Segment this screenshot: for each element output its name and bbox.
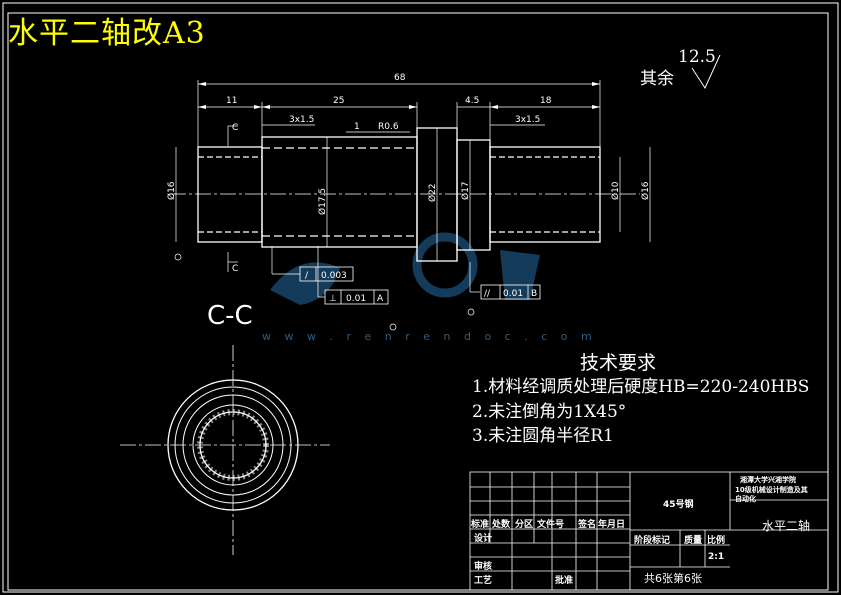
tech-requirement-1: 1.材料经调质处理后硬度HB=220-240HBS [472, 377, 810, 397]
tolerance-1-value: 0.003 [321, 271, 347, 281]
tb-school: 湘潭大学兴湘学院 [740, 476, 796, 484]
inner-frame [7, 12, 829, 591]
dim-seg-left: 11 [226, 96, 237, 106]
watermark-text: w w w . r e n r e n d o c . c o m [262, 330, 597, 343]
tolerance-frame-3: // 0.01 B [480, 284, 541, 300]
drawing-title: 水平二轴改A3 [8, 16, 206, 51]
shaft-front-view [170, 127, 640, 262]
roughness-prefix: 其余 [640, 69, 674, 89]
roughness-small: 1 [354, 122, 360, 132]
tolerance-2-symbol: ⊥ [329, 294, 337, 304]
tb-design: 设计 [474, 534, 493, 544]
roughness-value: 12.5 [678, 47, 716, 67]
tolerance-3-symbol: // [484, 289, 491, 299]
tb-header-docno: 文件号 [537, 520, 565, 530]
dim-dia-main: Ø17.5 [317, 188, 328, 215]
tb-part-name: 水平二轴 [762, 519, 811, 533]
tolerance-1-symbol: / [305, 271, 309, 281]
section-mark-top: C [232, 123, 238, 133]
tb-approve: 批准 [555, 576, 574, 586]
section-label: C-C [207, 301, 253, 331]
tb-scale-label: 比例 [707, 536, 726, 546]
tb-material: 45号钢 [663, 500, 694, 510]
tolerance-frame-2: ⊥ 0.01 A [324, 289, 389, 305]
dim-seg-right: 18 [540, 96, 552, 106]
tolerance-2-datum: A [377, 294, 384, 304]
tb-header-zone: 分区 [515, 520, 534, 530]
tolerance-3-value: 0.01 [503, 289, 523, 299]
dimension-arrows [198, 82, 600, 109]
section-mark-bottom: C [232, 264, 238, 274]
watermark-logo [270, 232, 540, 305]
dim-dia-17: Ø17 [460, 181, 471, 200]
tb-header-count: 处数 [492, 520, 511, 530]
dim-seg-main: 25 [333, 96, 344, 106]
tolerance-3-datum: B [531, 289, 537, 299]
tb-mass: 质量 [684, 536, 703, 546]
tb-header-standard: 标准 [471, 520, 490, 530]
dim-fillet: R0.6 [378, 122, 399, 132]
dim-seg-collar: 4.5 [465, 96, 479, 106]
tb-sheets: 共6张第6张 [644, 572, 702, 585]
tb-header-date: 年月日 [598, 520, 626, 530]
dim-chamfer-left: 3x1.5 [289, 115, 314, 125]
dim-dia-left: Ø16 [166, 181, 177, 200]
tech-requirements-title: 技术要求 [580, 352, 657, 374]
tolerance-2-value: 0.01 [346, 294, 366, 304]
tb-review: 审核 [474, 562, 493, 572]
dim-dia-right-inner: Ø10 [610, 181, 621, 200]
dimension-lines [174, 80, 651, 331]
tb-scale: 2:1 [708, 552, 725, 562]
tolerance-frame-1: / 0.003 [299, 266, 354, 282]
dim-dia-collar: Ø22 [427, 183, 438, 202]
tb-stage-mark: 阶段标记 [634, 536, 671, 546]
roughness-symbol-icon [691, 54, 721, 90]
tech-requirement-2: 2.未注倒角为1X45° [472, 402, 627, 422]
tb-process: 工艺 [474, 576, 493, 586]
tb-major-line1: 10级机械设计制造及其 [735, 486, 808, 494]
dim-dia-right: Ø16 [640, 181, 651, 200]
tech-requirement-3: 3.未注圆角半径R1 [472, 426, 614, 446]
tb-header-sign: 签名 [578, 520, 597, 530]
tb-major-line2: 自动化 [735, 495, 756, 503]
title-block-grid [469, 471, 829, 591]
section-cc-view [120, 345, 330, 555]
dim-overall: 68 [394, 73, 406, 83]
dim-chamfer-right: 3x1.5 [515, 115, 540, 125]
